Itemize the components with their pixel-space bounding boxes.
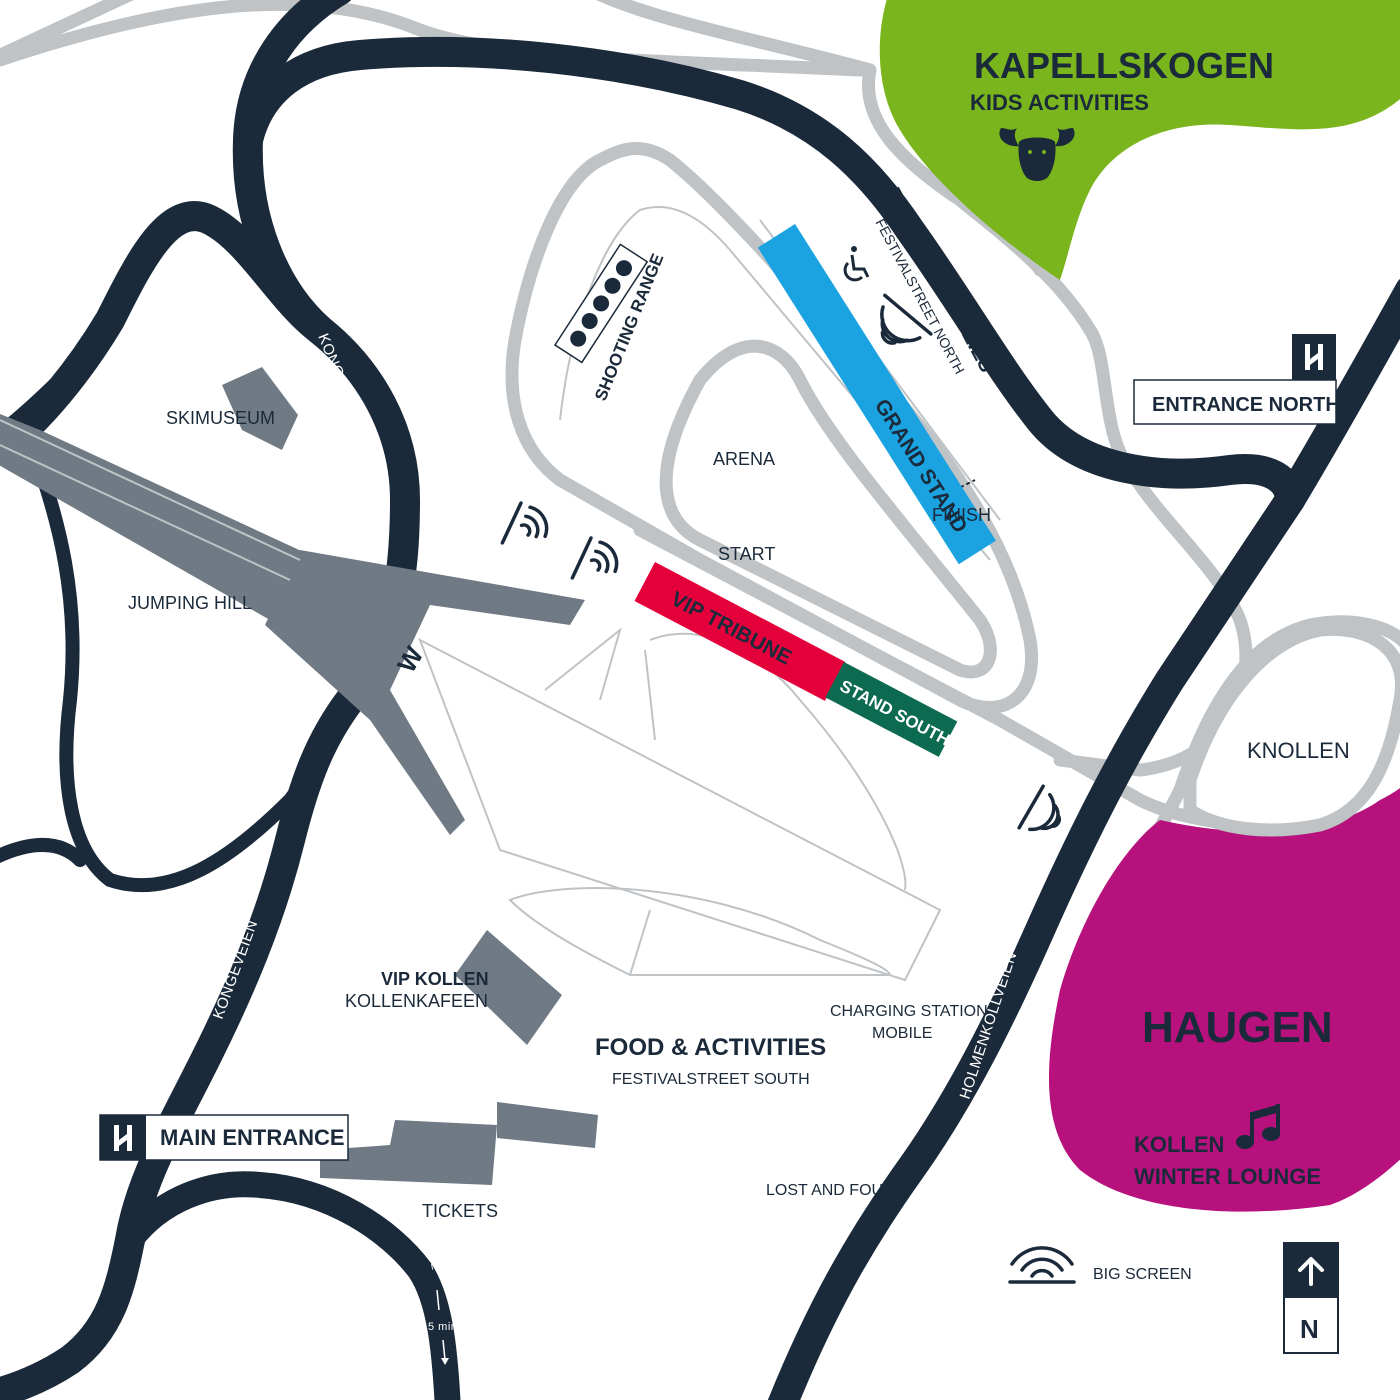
knollen-zone — [1183, 622, 1400, 837]
food-south-label: FOOD & ACTIVITIES — [595, 1034, 826, 1061]
main-entrance[interactable]: MAIN ENTRANCE — [99, 1114, 349, 1161]
arena-label: ARENA — [713, 449, 775, 469]
entrance-logo-icon — [114, 1125, 132, 1151]
kapellskogen-title: KAPELLSKOGEN — [974, 45, 1274, 86]
entrance-logo-icon — [1305, 344, 1323, 370]
big-screen-legend-icon — [1008, 1246, 1076, 1284]
haugen-line1: KOLLEN — [1134, 1132, 1224, 1157]
road-west-branch — [0, 838, 87, 867]
start-label: START — [718, 544, 775, 564]
big-screen-icon — [1017, 784, 1061, 832]
charging-station-label: CHARGING STATION — [830, 1003, 988, 1020]
wheelchair-icon — [843, 246, 870, 282]
tickets-label: TICKETS — [422, 1201, 498, 1221]
road-north-loop — [233, 36, 1305, 515]
big-screen-legend-label: BIG SCREEN — [1093, 1266, 1192, 1283]
moose-icon — [999, 128, 1075, 181]
road-west-loop — [0, 201, 335, 465]
path-arena-loop — [505, 141, 1038, 714]
compass-letter: N — [1300, 1314, 1319, 1344]
shooting-range-targets — [553, 243, 649, 364]
jumping-hill-landing — [265, 550, 585, 835]
path-arena-inner — [659, 339, 997, 679]
entrance-north[interactable]: ENTRANCE NORTH — [1133, 334, 1340, 425]
north-arrow-icon — [1298, 1257, 1324, 1286]
kapellskogen-zone[interactable] — [879, 0, 1400, 280]
entrance-north-label: ENTRANCE NORTH — [1152, 394, 1340, 416]
big-screen-icon — [880, 293, 933, 345]
path-top-arc — [595, 0, 877, 77]
big-screen-icon — [570, 536, 619, 580]
haugen-title: HAUGEN — [1142, 1003, 1333, 1052]
kapellskogen-subtitle: KIDS ACTIVITIES — [970, 90, 1149, 115]
charging-mobile-label: MOBILE — [872, 1025, 932, 1042]
kollenkafeen-label: KOLLENKAFEEN — [345, 991, 488, 1011]
festivalstreet-south-label: FESTIVALSTREET SOUTH — [612, 1071, 810, 1088]
vip-kollen-label: VIP KOLLEN — [381, 969, 489, 989]
skimuseum-building — [222, 367, 298, 450]
road-tube — [117, 1171, 461, 1400]
jumping-hill-stripes — [0, 419, 301, 581]
haugen-line2: WINTER LOUNGE — [1134, 1164, 1321, 1189]
skimuseum-label: SKIMUSEUM — [166, 408, 275, 428]
path-north-top — [0, 0, 867, 77]
tube-time-label: 5 min — [428, 1321, 457, 1333]
haugen-zone[interactable] — [1049, 780, 1400, 1212]
big-screen-icons — [500, 293, 1076, 1284]
road-west-lower — [23, 433, 357, 893]
big-screen-icon — [500, 501, 549, 545]
music-note-icon — [1236, 1104, 1280, 1149]
tube-arrow-icon — [436, 1289, 449, 1365]
main-entrance-label: MAIN ENTRANCE — [160, 1125, 345, 1150]
stand-south[interactable]: STAND SOUTH — [825, 662, 958, 758]
lost-found-label: LOST AND FOUND — [766, 1182, 906, 1199]
compass: N — [1283, 1242, 1339, 1354]
knollen-label: KNOLLEN — [1247, 738, 1350, 763]
jumping-hill-label: JUMPING HILL — [128, 593, 252, 613]
tickets-annex — [497, 1102, 598, 1148]
tickets-building — [320, 1120, 497, 1185]
finish-label: FINISH — [932, 505, 991, 525]
vip-kollen-building — [455, 930, 562, 1045]
